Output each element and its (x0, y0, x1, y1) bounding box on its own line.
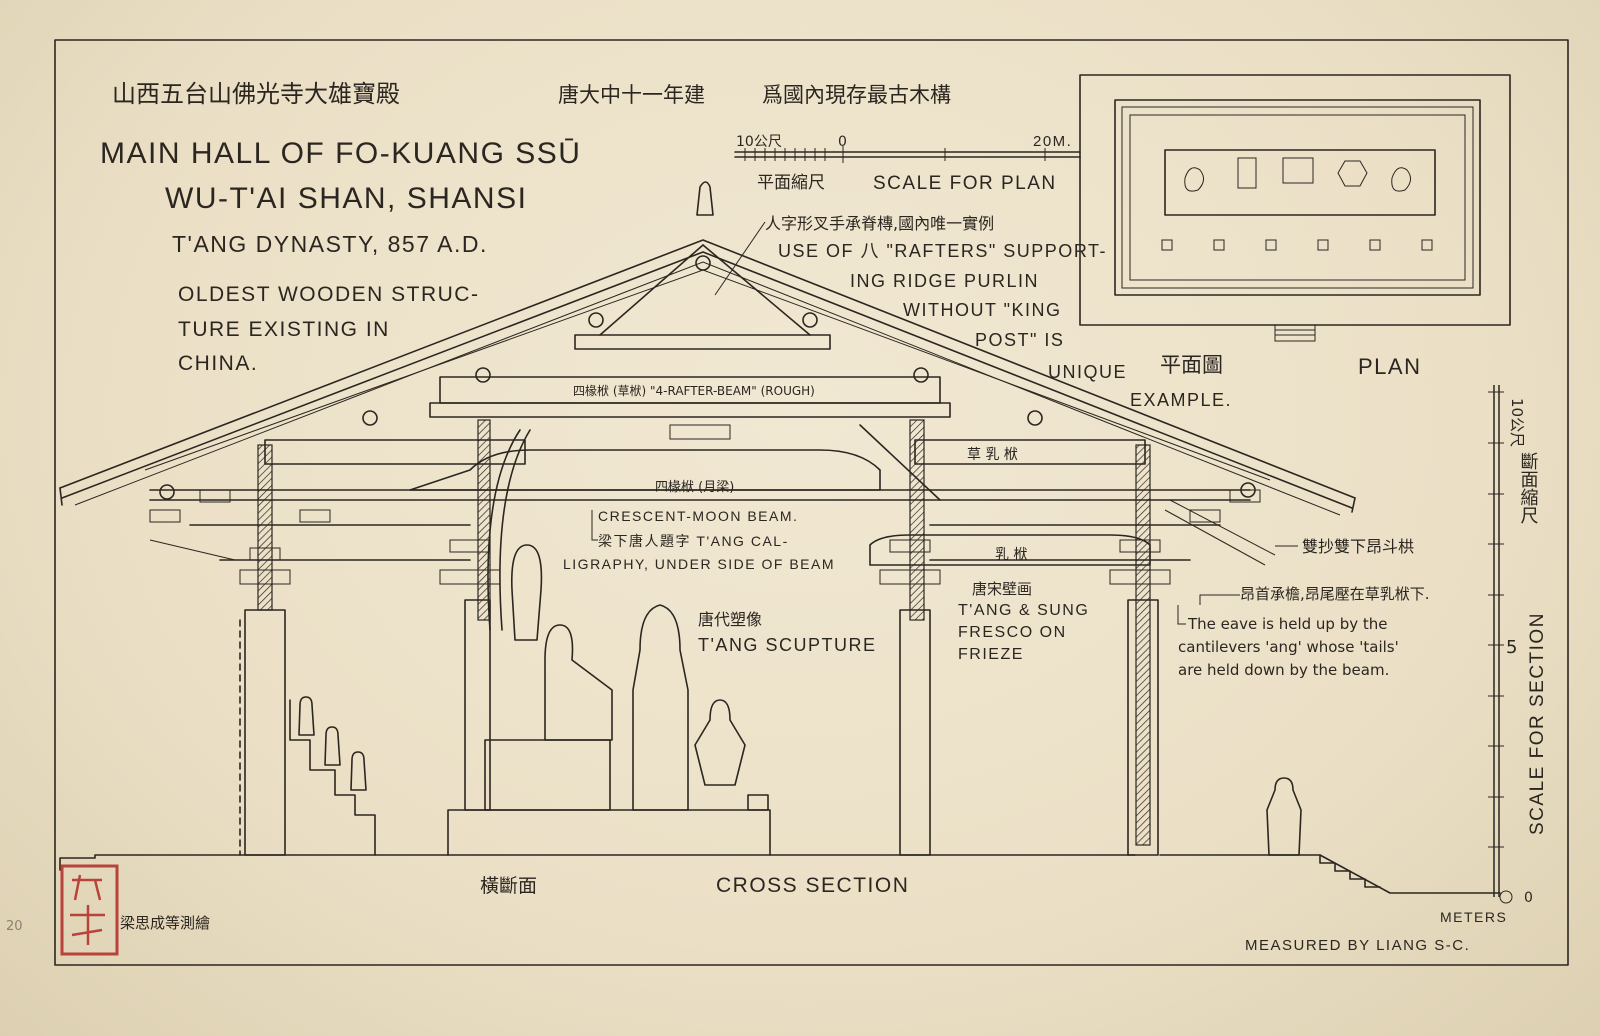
title-dynasty: T'ANG DYNASTY, 857 A.D. (172, 231, 488, 257)
plan-scale-right: 20M. (1033, 133, 1072, 150)
section-scale-bar (1488, 385, 1513, 904)
title-english: MAIN HALL OF FO-KUANG SSŪ (100, 137, 581, 170)
eave-note-2: cantilevers 'ang' whose 'tails' (1178, 638, 1399, 656)
crescent-note-1: CRESCENT-MOON BEAM. (598, 508, 798, 524)
rafter-note-6: EXAMPLE. (1130, 390, 1232, 410)
eave-leader (1177, 605, 1186, 625)
rafter-note-5: UNIQUE (1048, 362, 1127, 382)
section-scale-mid: 5 (1506, 637, 1517, 658)
plan-scale-chinese: 平面縮尺 (757, 173, 825, 193)
section-scale-chinese: 斷面縮尺 (1518, 452, 1539, 524)
section-scale-caption: SCALE FOR SECTION (1527, 612, 1548, 835)
eave-note-3: are held down by the beam. (1178, 661, 1389, 679)
moon-beam-label: 四椽栿 (月梁) (655, 480, 734, 495)
page-number: 20 (6, 919, 23, 934)
rafter-note-2: ING RIDGE PURLIN (850, 271, 1039, 291)
credit-chinese: 梁思成等測繪 (120, 914, 210, 932)
statues (298, 544, 1302, 856)
section-scale-units: METERS (1440, 909, 1507, 925)
title-chinese-date: 唐大中十一年建 (558, 83, 705, 107)
crescent-note-2: 梁下唐人題字 T'ANG CAL- (598, 533, 789, 549)
plan-scale-zero: 0 (838, 134, 847, 150)
rafter-note-1: USE OF 八 "RAFTERS" SUPPORT- (778, 241, 1107, 261)
oldest-line-1: OLDEST WOODEN STRUC- (178, 283, 479, 306)
plan-scale-bar (734, 146, 1081, 163)
sculpture-chinese: 唐代塑像 (698, 610, 762, 629)
section-label: CROSS SECTION (716, 874, 909, 897)
seal-stamp (60, 864, 119, 956)
sheet-border (54, 39, 1569, 966)
purlins (159, 255, 1256, 500)
credit: MEASURED BY LIANG S-C. (1245, 937, 1470, 954)
oldest-line-3: CHINA. (178, 352, 258, 375)
floor-plan (1079, 74, 1511, 342)
fresco-line-2: FRESCO ON (958, 624, 1067, 641)
section-scale-top: 10公尺 (1508, 398, 1526, 447)
title-chinese-note: 爲國內現存最古木構 (762, 83, 951, 107)
plan-scale-caption: SCALE FOR PLAN (873, 173, 1057, 194)
crescent-note-3: LIGRAPHY, UNDER SIDE OF BEAM (563, 556, 835, 572)
rafter-note-chinese: 人字形叉手承脊槫,國內唯一實例 (765, 214, 994, 233)
fresco-line-1: T'ANG & SUNG (958, 602, 1089, 619)
fresco-chinese: 唐宋壁画 (972, 580, 1032, 598)
rafter-leader (714, 221, 766, 296)
bracket-label: 雙抄雙下昂斗栱 (1302, 537, 1414, 556)
ang-leader (1199, 594, 1240, 605)
eave-note-1: The eave is held up by the (1187, 615, 1387, 633)
section-scale-zero: 0 (1524, 890, 1533, 906)
fresco-line-3: FRIEZE (958, 646, 1024, 663)
rafter-note-4: POST" IS (975, 330, 1064, 350)
oldest-line-2: TURE EXISTING IN (178, 318, 390, 341)
sculpture-label: T'ANG SCUPTURE (698, 635, 876, 655)
title-chinese: 山西五台山佛光寺大雄寶殿 (112, 80, 400, 108)
tie-beam-label: 乳 栿 (995, 547, 1027, 563)
plan-scale-left: 10公尺 (736, 134, 782, 150)
columns (244, 419, 1159, 856)
rafter-note-3: WITHOUT "KING (903, 300, 1062, 320)
rough-beam-label: 四椽栿 (草栿) "4-RAFTER-BEAM" (ROUGH) (573, 383, 815, 398)
rough-tie-beam-label: 草 乳 栿 (967, 447, 1018, 463)
section-label-chinese: 橫斷面 (480, 875, 537, 897)
crescent-leader (591, 510, 598, 541)
title-location: WU-T'AI SHAN, SHANSI (165, 182, 527, 215)
plan-label: PLAN (1358, 354, 1421, 379)
plan-label-chinese: 平面圖 (1160, 353, 1223, 377)
ang-chinese: 昂首承檐,昂尾壓在草乳栿下. (1240, 585, 1430, 603)
